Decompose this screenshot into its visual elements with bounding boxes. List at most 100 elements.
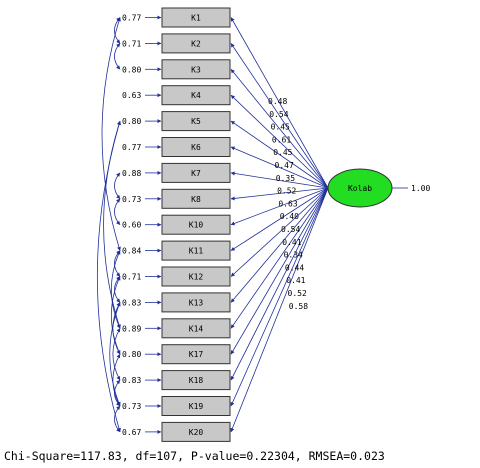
loading-k6: 0.47: [275, 161, 294, 170]
indicator-label: K19: [189, 402, 204, 411]
covariance-arc: [114, 379, 121, 407]
loading-arrow-k5: [230, 120, 329, 189]
error-variance-k4: 0.63: [122, 91, 141, 100]
loading-k1: 0.48: [268, 97, 287, 106]
indicator-label: K2: [191, 39, 201, 48]
indicator-label: K12: [189, 273, 204, 282]
error-variance-k5: 0.80: [122, 117, 141, 126]
loading-arrow-k3: [230, 69, 329, 189]
error-variance-k18: 0.83: [122, 376, 141, 385]
error-variance-k17: 0.80: [122, 350, 141, 359]
loading-k5: 0.45: [273, 148, 292, 157]
indicator-box-k19: K19: [161, 396, 231, 416]
loading-k2: 0.54: [269, 110, 288, 119]
latent-variance: 1.00: [411, 184, 430, 193]
indicator-label: K17: [189, 350, 204, 359]
indicator-box-k1: K1: [161, 7, 231, 28]
loading-k10: 0.63: [278, 199, 297, 208]
indicator-box-k8: K8: [161, 188, 231, 209]
indicator-label: K20: [189, 428, 204, 437]
loading-arrow-k10: [230, 187, 329, 226]
loading-arrow-k1: [230, 17, 329, 189]
indicator-box-k10: K10: [161, 214, 231, 235]
indicator-box-k5: K5: [161, 111, 231, 132]
loading-arrow-k18: [230, 187, 329, 381]
loading-arrow-k14: [230, 187, 329, 329]
covariance-arc: [114, 43, 121, 70]
loading-arrow-k7: [230, 171, 329, 189]
error-variances: 0.770.710.800.630.800.770.880.730.600.84…: [122, 14, 141, 437]
covariance-arc: [101, 17, 121, 251]
indicator-label: K11: [189, 247, 204, 256]
covariance-arc: [96, 120, 121, 433]
indicator-box-k2: K2: [161, 33, 231, 54]
indicator-box-k6: K6: [161, 137, 231, 157]
indicator-box-k7: K7: [161, 162, 231, 183]
indicator-box-k11: K11: [161, 240, 231, 261]
error-variance-k2: 0.71: [122, 39, 141, 48]
loading-arrow-k11: [230, 187, 329, 251]
factor-loadings: 0.48 0.54 0.45 0.61 0.45 0.47 0.35 0.52 0.63 0.40…: [268, 97, 308, 311]
indicator-label: K5: [191, 117, 201, 126]
indicator-box-k3: K3: [161, 59, 231, 80]
covariance-arc: [112, 353, 121, 407]
loading-k7: 0.35: [276, 174, 295, 183]
indicator-label: K8: [191, 195, 201, 204]
covariance-arc: [110, 250, 121, 329]
indicator-label: K18: [189, 376, 204, 385]
loading-k17: 0.44: [285, 263, 304, 272]
loading-arrow-k4: [230, 94, 329, 189]
covariance-arc: [114, 172, 121, 200]
error-variance-k14: 0.89: [122, 324, 141, 333]
loading-k19: 0.52: [288, 289, 307, 298]
error-variance-k20: 0.67: [122, 428, 141, 437]
loading-k18: 0.41: [286, 276, 305, 285]
indicator-box-k20: K20: [161, 421, 231, 442]
latent-label: Kolab: [348, 184, 372, 193]
error-variance-k1: 0.77: [122, 14, 141, 23]
indicator-label: K3: [191, 65, 201, 74]
error-arrows: [145, 15, 162, 434]
loading-k3: 0.45: [271, 123, 290, 132]
loading-k13: 0.41: [282, 238, 301, 247]
loading-arrow-k19: [230, 187, 329, 407]
indicator-box-k14: K14: [161, 318, 231, 339]
indicator-boxes: K1K2K3K4K5K6K7K8K10K11K12K13K14K17K18K19…: [161, 7, 231, 442]
indicator-label: K4: [191, 91, 201, 100]
error-variance-k3: 0.80: [122, 65, 141, 74]
loading-arrow-k17: [230, 187, 329, 355]
indicator-label: K7: [191, 169, 201, 178]
loading-k4: 0.61: [272, 135, 291, 144]
error-variance-k19: 0.73: [122, 402, 141, 411]
loading-arrow-k8: [230, 187, 329, 201]
loading-arrow-k20: [230, 187, 329, 433]
indicator-box-k18: K18: [161, 370, 231, 391]
error-variance-k8: 0.73: [122, 195, 141, 204]
indicator-label: K1: [191, 14, 201, 23]
loading-arrow-k2: [230, 43, 329, 189]
error-variance-k12: 0.71: [122, 273, 141, 282]
indicator-box-k4: K4: [161, 85, 231, 106]
loading-k12: 0.54: [281, 225, 300, 234]
loading-arrow-k12: [230, 187, 329, 277]
error-covariances: [96, 17, 121, 433]
error-variance-k13: 0.83: [122, 298, 141, 307]
indicator-label: K13: [189, 298, 204, 307]
covariance-arc: [114, 198, 121, 225]
loading-k11: 0.40: [280, 212, 299, 221]
loading-k20: 0.58: [289, 302, 308, 311]
error-variance-k11: 0.84: [122, 247, 141, 256]
error-variance-k7: 0.88: [122, 169, 141, 178]
indicator-label: K14: [189, 324, 204, 333]
indicator-label: K6: [191, 143, 201, 152]
loading-arrow-k13: [230, 187, 329, 303]
covariance-arc: [114, 405, 121, 433]
fit-statistics: Chi-Square=117.83, df=107, P-value=0.223…: [4, 449, 385, 463]
loading-arrow-k6: [230, 146, 329, 189]
indicator-box-k12: K12: [161, 266, 231, 287]
loading-k14: 0.34: [284, 251, 303, 260]
indicator-box-k17: K17: [161, 344, 231, 365]
error-variance-k10: 0.60: [122, 221, 141, 230]
latent-factor: Kolab: [327, 168, 393, 208]
